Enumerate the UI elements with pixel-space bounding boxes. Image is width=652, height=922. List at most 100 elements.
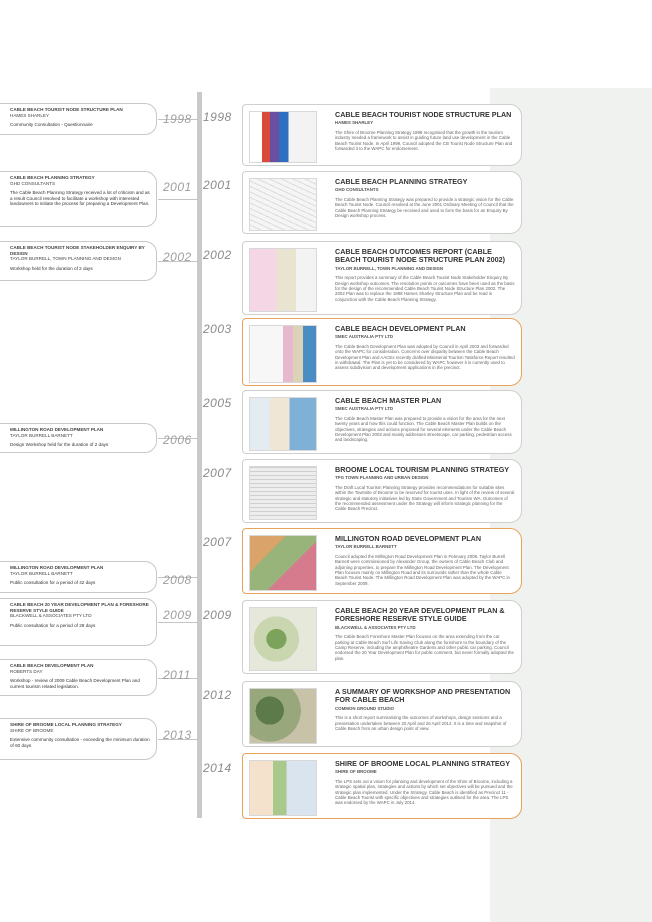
plan-title: CABLE BEACH MASTER PLAN bbox=[335, 396, 442, 405]
consultation-year: 1998 bbox=[163, 112, 192, 126]
plan-text: A SUMMARY OF WORKSHOP AND PRESENTATION F… bbox=[335, 687, 515, 732]
plan-thumbnail bbox=[249, 607, 317, 671]
timeline-spine bbox=[197, 92, 202, 818]
consultation-consultant: TAYLOR BURRELL BARNETT bbox=[10, 432, 73, 438]
consultation-consultant: GHD CONSULTANTS bbox=[10, 180, 56, 186]
consultation-description: Workshop held for the duration of 2 days bbox=[10, 265, 93, 271]
consultation-title: CABLE BEACH TOURIST NODE STAKEHOLDER ENQ… bbox=[10, 245, 145, 256]
consultation-title: CABLE BEACH DEVELOPMENT PLAN bbox=[10, 663, 94, 668]
consultation-description: Extensive community consultation - excee… bbox=[10, 737, 150, 748]
plan-year: 2003 bbox=[203, 322, 232, 336]
consultation-box: CABLE BEACH TOURIST NODE STAKEHOLDER ENQ… bbox=[0, 241, 157, 281]
consultation-title: CABLE BEACH 20 YEAR DEVELOPMENT PLAN & F… bbox=[10, 602, 149, 613]
plan-title: CABLE BEACH OUTCOMES REPORT (CABLE BEACH… bbox=[335, 247, 505, 265]
plan-author: HAMES SHARLEY bbox=[335, 120, 374, 126]
consultation-year: 2009 bbox=[163, 608, 192, 622]
plan-thumbnail bbox=[249, 178, 317, 231]
plan-title: SHIRE OF BROOME LOCAL PLANNING STRATEGY bbox=[335, 759, 511, 768]
plan-card[interactable]: CABLE BEACH OUTCOMES REPORT (CABLE BEACH… bbox=[242, 241, 522, 315]
plan-author: GHD CONSULTANTS bbox=[335, 187, 379, 193]
consultation-consultant: ROBERTS DAY bbox=[10, 668, 43, 674]
plan-year: 2007 bbox=[203, 535, 232, 549]
plan-year: 2012 bbox=[203, 688, 232, 702]
plan-thumbnail bbox=[249, 466, 317, 520]
consultation-description: Workshop - review of 2009 Cable Beach De… bbox=[10, 678, 140, 689]
plan-year: 2005 bbox=[203, 396, 232, 410]
plan-description: Council adopted the Millington Road Deve… bbox=[335, 553, 510, 586]
plan-description: The Cable Beach Master Plan was prepared… bbox=[335, 415, 512, 443]
consultation-consultant: HAMES SHARLEY bbox=[10, 112, 50, 118]
plan-text: CABLE BEACH 20 YEAR DEVELOPMENT PLAN & F… bbox=[335, 606, 515, 661]
plan-description: The Draft Local Tourism Planning Strateg… bbox=[335, 484, 515, 512]
consultation-year: 2002 bbox=[163, 250, 192, 264]
plan-title: BROOME LOCAL TOURISM PLANNING STRATEGY bbox=[335, 465, 510, 474]
consultation-year: 2011 bbox=[163, 668, 191, 682]
timeline-connector bbox=[158, 622, 198, 623]
plan-description: This report provides a summary of the Ca… bbox=[335, 275, 515, 302]
plan-author: BLACKWELL & ASSOCIATES PTY LTD bbox=[335, 624, 416, 630]
consultation-year: 2001 bbox=[163, 180, 192, 194]
plan-year: 2014 bbox=[203, 761, 232, 775]
consultation-year: 2013 bbox=[163, 728, 192, 742]
plan-description: The Shire of Broome Planning Strategy 19… bbox=[335, 129, 513, 152]
plan-card[interactable]: A SUMMARY OF WORKSHOP AND PRESENTATION F… bbox=[242, 681, 522, 747]
plan-year: 2002 bbox=[203, 248, 232, 262]
plan-title: CABLE BEACH TOURIST NODE STRUCTURE PLAN bbox=[335, 110, 512, 119]
consultation-consultant: BLACKWELL & ASSOCIATES PTY LTD bbox=[10, 613, 92, 619]
plan-thumbnail bbox=[249, 397, 317, 451]
plan-author: SHIRE OF BROOME bbox=[335, 769, 377, 775]
plan-year: 2009 bbox=[203, 608, 232, 622]
plan-description: The Cable Beach Foreshore Master Plan fo… bbox=[335, 634, 514, 661]
plan-thumbnail bbox=[249, 248, 317, 312]
plan-description: This is a short report summarising the o… bbox=[335, 715, 507, 732]
consultation-description: Community Consultation - Questionnaire bbox=[10, 122, 93, 128]
plan-title: CABLE BEACH DEVELOPMENT PLAN bbox=[335, 324, 466, 333]
timeline-connector bbox=[158, 577, 198, 578]
timeline-connector bbox=[158, 677, 198, 679]
consultation-title: SHIRE OF BROOME LOCAL PLANNING STRATEGY bbox=[10, 722, 122, 727]
plan-author: SMEC AUSTRALIA PTY LTD bbox=[335, 334, 394, 340]
plan-title: CABLE BEACH 20 YEAR DEVELOPMENT PLAN & F… bbox=[335, 606, 505, 624]
plan-thumbnail bbox=[249, 325, 317, 383]
plan-year: 2001 bbox=[203, 178, 232, 192]
consultation-consultant: TAYLOR BURRELL, TOWN PLANNING AND DESIGN bbox=[10, 256, 121, 262]
consultation-year: 2008 bbox=[163, 573, 192, 587]
plan-year: 1998 bbox=[203, 110, 232, 124]
consultation-title: MILLINGTON ROAD DEVELOPMENT PLAN bbox=[10, 565, 104, 570]
plan-card[interactable]: CABLE BEACH 20 YEAR DEVELOPMENT PLAN & F… bbox=[242, 600, 522, 674]
plan-text: CABLE BEACH OUTCOMES REPORT (CABLE BEACH… bbox=[335, 247, 515, 302]
consultation-title: CABLE BEACH TOURIST NODE STRUCTURE PLAN bbox=[10, 107, 123, 112]
timeline-connector bbox=[158, 261, 198, 262]
plan-author: SMEC AUSTRALIA PTY LTD bbox=[335, 406, 394, 412]
plan-thumbnail bbox=[249, 760, 317, 816]
plan-title: CABLE BEACH PLANNING STRATEGY bbox=[335, 177, 468, 186]
plan-thumbnail bbox=[249, 688, 317, 744]
consultation-description: Public consultation for a period of 28 d… bbox=[10, 622, 96, 628]
consultation-year: 2006 bbox=[163, 433, 192, 447]
plan-title: MILLINGTON ROAD DEVELOPMENT PLAN bbox=[335, 534, 482, 543]
plan-description: The Cable Beach Development Plan was ado… bbox=[335, 343, 515, 371]
consultation-description: Public consultation for a period of 42 d… bbox=[10, 580, 96, 586]
consultation-description: Design Workshop held for the duration of… bbox=[10, 442, 109, 448]
timeline-connector bbox=[158, 199, 198, 200]
plan-title: A SUMMARY OF WORKSHOP AND PRESENTATION F… bbox=[335, 687, 511, 705]
